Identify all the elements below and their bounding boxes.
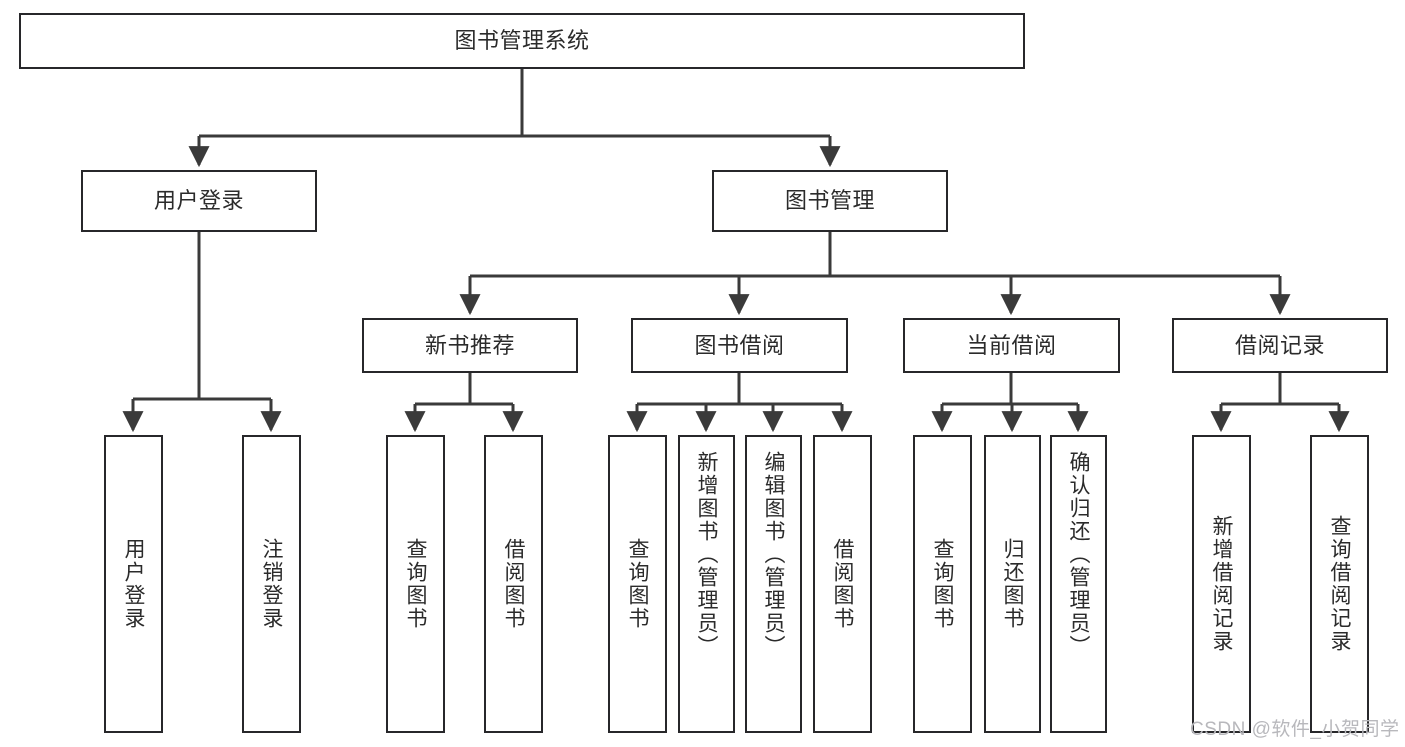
- node-leaf-add-book-admin-label: 新增图书（管理员）: [695, 451, 719, 658]
- node-leaf-borrow-book-2[interactable]: 借阅图书: [813, 435, 872, 733]
- node-current-borrow-label: 当前借阅: [966, 332, 1057, 358]
- node-leaf-edit-book-admin-label: 编辑图书（管理员）: [762, 451, 786, 658]
- node-leaf-query-book-3-label: 查询图书: [931, 538, 955, 630]
- node-leaf-add-borrow-record-label: 新增借阅记录: [1210, 515, 1234, 653]
- node-user-login[interactable]: 用户登录: [81, 170, 317, 232]
- node-leaf-query-borrow-record[interactable]: 查询借阅记录: [1310, 435, 1369, 733]
- node-current-borrow[interactable]: 当前借阅: [903, 318, 1120, 373]
- node-leaf-user-logout-label: 注销登录: [260, 538, 284, 630]
- node-borrow-record[interactable]: 借阅记录: [1172, 318, 1388, 373]
- node-leaf-confirm-return-admin-label: 确认归还（管理员）: [1067, 451, 1091, 658]
- node-leaf-return-book[interactable]: 归还图书: [984, 435, 1041, 733]
- node-new-book-recommend-label: 新书推荐: [424, 332, 515, 358]
- node-leaf-borrow-book-2-label: 借阅图书: [831, 538, 855, 630]
- node-root[interactable]: 图书管理系统: [19, 13, 1025, 69]
- node-leaf-return-book-label: 归还图书: [1001, 538, 1025, 630]
- node-book-borrow-label: 图书借阅: [694, 332, 785, 358]
- node-new-book-recommend[interactable]: 新书推荐: [362, 318, 578, 373]
- node-leaf-user-login-label: 用户登录: [122, 538, 146, 630]
- node-leaf-query-book-2-label: 查询图书: [626, 538, 650, 630]
- node-leaf-borrow-book-1[interactable]: 借阅图书: [484, 435, 543, 733]
- node-leaf-edit-book-admin[interactable]: 编辑图书（管理员）: [745, 435, 802, 733]
- node-leaf-add-borrow-record[interactable]: 新增借阅记录: [1192, 435, 1251, 733]
- node-leaf-add-book-admin[interactable]: 新增图书（管理员）: [678, 435, 735, 733]
- node-leaf-query-book-1[interactable]: 查询图书: [386, 435, 445, 733]
- node-leaf-query-book-3[interactable]: 查询图书: [913, 435, 972, 733]
- node-leaf-user-login[interactable]: 用户登录: [104, 435, 163, 733]
- node-leaf-query-book-2[interactable]: 查询图书: [608, 435, 667, 733]
- node-book-management-label: 图书管理: [784, 188, 875, 214]
- node-leaf-query-book-1-label: 查询图书: [404, 538, 428, 630]
- node-leaf-borrow-book-1-label: 借阅图书: [502, 538, 526, 630]
- node-leaf-confirm-return-admin[interactable]: 确认归还（管理员）: [1050, 435, 1107, 733]
- node-root-label: 图书管理系统: [454, 28, 590, 54]
- node-leaf-user-logout[interactable]: 注销登录: [242, 435, 301, 733]
- node-leaf-query-borrow-record-label: 查询借阅记录: [1328, 515, 1352, 653]
- node-book-management[interactable]: 图书管理: [712, 170, 948, 232]
- node-user-login-label: 用户登录: [153, 188, 244, 214]
- node-borrow-record-label: 借阅记录: [1234, 332, 1325, 358]
- node-book-borrow[interactable]: 图书借阅: [631, 318, 848, 373]
